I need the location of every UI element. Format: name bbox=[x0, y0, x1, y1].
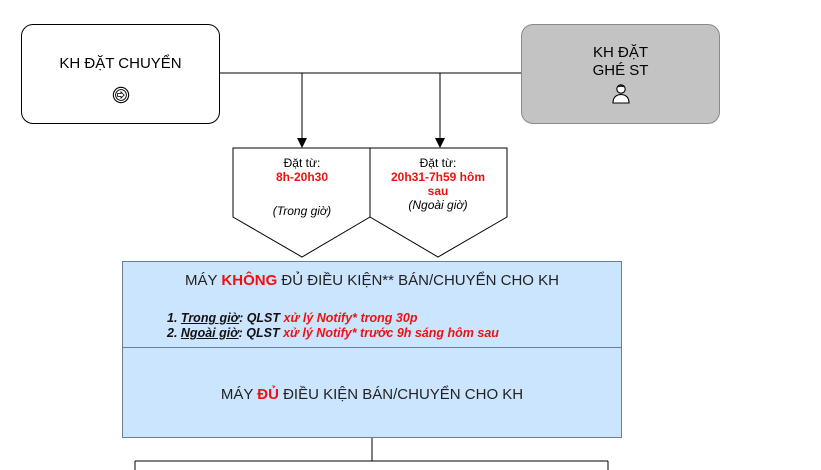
list-item-number: 1. bbox=[167, 311, 181, 325]
branch-trong-gio-time: 8h-20h30 bbox=[275, 170, 329, 184]
list-item: 1. Trong giờ: QLST xử lý Notify* trong 3… bbox=[167, 311, 499, 326]
list-item-lead: Trong giờ bbox=[180, 311, 240, 325]
node-kh-dat-ghe-st: KH ĐẶT GHÉ ST bbox=[521, 24, 720, 124]
eligible-title-highlight: ĐỦ bbox=[257, 386, 279, 403]
not-eligible-title-a: MÁY bbox=[185, 272, 222, 289]
list-item-mid: : QLST bbox=[239, 311, 284, 325]
node-kh-dat-ghe-st-line1: KH ĐẶT bbox=[592, 44, 648, 61]
list-item: 2. Ngoài giờ: QLST xử lý Notify* trước 9… bbox=[167, 326, 499, 341]
eligible-title-b: ĐIỀU KIỆN BÁN/CHUYỂN CHO KH bbox=[278, 386, 524, 403]
branch-trong-gio: Đặt từ: 8h-20h30 (Trong giờ) bbox=[240, 156, 364, 218]
eligible-title: MÁY ĐỦ ĐIỀU KIỆN BÁN/CHUYỂN CHO KH bbox=[123, 386, 621, 403]
branch-trong-gio-note: (Trong giờ) bbox=[272, 204, 332, 218]
eligible-title-a: MÁY bbox=[220, 386, 258, 403]
not-eligible-title-highlight: KHÔNG bbox=[221, 272, 278, 289]
branch-ngoai-gio-note: (Ngoài giờ) bbox=[408, 198, 468, 212]
arrow-circle-icon bbox=[112, 86, 129, 103]
not-eligible-title: MÁY KHÔNG ĐỦ ĐIỀU KIỆN** BÁN/CHUYỂN CHO … bbox=[123, 272, 621, 289]
branch-ngoai-gio: Đặt từ: 20h31-7h59 hôm sau (Ngoài giờ) bbox=[374, 156, 502, 212]
condition-block-not-eligible: MÁY KHÔNG ĐỦ ĐIỀU KIỆN** BÁN/CHUYỂN CHO … bbox=[123, 262, 621, 348]
node-kh-dat-chuyen-label: KH ĐẶT CHUYỂN bbox=[59, 54, 182, 72]
branch-trong-gio-label: Đặt từ: bbox=[283, 156, 321, 170]
node-kh-dat-ghe-st-line2: GHÉ ST bbox=[592, 62, 649, 79]
person-icon bbox=[611, 84, 630, 104]
offpage-ngoai-gio bbox=[369, 147, 508, 258]
not-eligible-title-b: ĐỦ ĐIỀU KIỆN** BÁN/CHUYỂN CHO KH bbox=[277, 272, 559, 289]
branch-ngoai-gio-time-line1: 20h31-7h59 hôm bbox=[390, 170, 486, 184]
branch-ngoai-gio-label: Đặt từ: bbox=[419, 156, 457, 170]
condition-block: MÁY KHÔNG ĐỦ ĐIỀU KIỆN** BÁN/CHUYỂN CHO … bbox=[122, 261, 622, 438]
not-eligible-list: 1. Trong giờ: QLST xử lý Notify* trong 3… bbox=[167, 311, 499, 341]
offpage-trong-gio bbox=[232, 147, 371, 258]
list-item-highlight: xử lý Notify* trong 30p bbox=[283, 311, 418, 325]
list-item-highlight: xử lý Notify* trước 9h sáng hôm sau bbox=[283, 326, 499, 340]
list-item-lead: Ngoài giờ bbox=[180, 326, 239, 340]
branch-ngoai-gio-time-line2: sau bbox=[427, 184, 449, 198]
node-kh-dat-chuyen: KH ĐẶT CHUYỂN bbox=[21, 24, 220, 124]
list-item-number: 2. bbox=[167, 326, 181, 340]
list-item-mid: : QLST bbox=[238, 326, 284, 340]
